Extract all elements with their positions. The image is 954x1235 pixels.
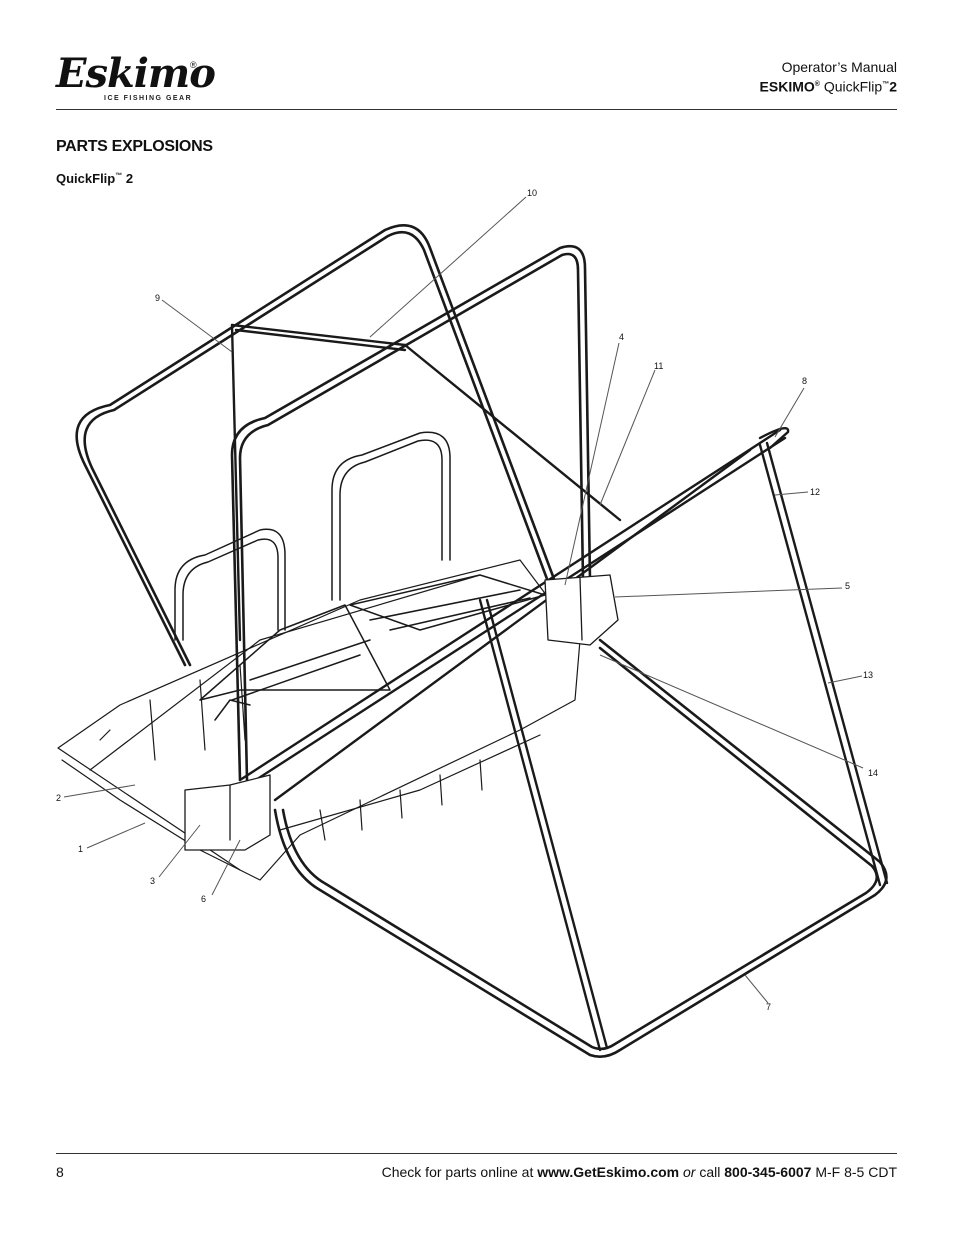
crossbars <box>230 323 787 802</box>
hinge-bracket-left <box>184 774 271 851</box>
page-number: 8 <box>56 1164 64 1180</box>
model-subtitle: QuickFlip™ 2 <box>56 171 133 186</box>
callout-10: 10 <box>527 188 537 198</box>
callout-11: 11 <box>654 361 663 371</box>
leader-2 <box>63 784 136 798</box>
logo-tagline: ICE FISHING GEAR <box>104 95 193 102</box>
front-legs <box>478 441 889 1052</box>
leader-8 <box>774 387 805 438</box>
footer-rule <box>56 1153 897 1154</box>
model-name: QuickFlip <box>56 171 116 186</box>
callout-3: 3 <box>150 876 155 886</box>
product-number: 2 <box>889 78 897 95</box>
section-title: PARTS EXPLOSIONS <box>56 138 213 155</box>
callout-14: 14 <box>868 768 878 778</box>
rear-hoop <box>75 224 562 667</box>
callout-leaders <box>63 196 864 1004</box>
callout-4: 4 <box>619 332 624 342</box>
model-number: 2 <box>122 171 134 186</box>
footer-prefix: Check for parts online at <box>381 1164 538 1180</box>
footer-contact: Check for parts online at www.GetEskimo.… <box>382 1164 897 1180</box>
leader-7 <box>744 974 769 1004</box>
eskimo-logo: Eskimo ® ICE FISHING GEAR <box>56 52 216 106</box>
footer-hours: M-F 8-5 CDT <box>811 1164 897 1180</box>
leader-3 <box>158 824 201 878</box>
callout-9: 9 <box>155 293 160 303</box>
leader-1 <box>86 822 146 849</box>
callout-labels: 1 2 3 4 5 6 7 8 9 10 11 12 13 14 <box>56 188 878 1012</box>
callout-5: 5 <box>845 581 850 591</box>
callout-2: 2 <box>56 793 61 803</box>
seat-right <box>331 431 546 631</box>
brand-name: ESKIMO <box>759 78 815 95</box>
callout-1: 1 <box>78 844 83 854</box>
model-trademark: ™ <box>115 172 123 180</box>
leader-6 <box>211 839 241 896</box>
callout-12: 12 <box>810 487 820 497</box>
callout-6: 6 <box>201 894 206 904</box>
phone-number: 800-345-6007 <box>724 1164 812 1180</box>
parts-explosion-diagram: 1 2 3 4 5 6 7 8 9 10 11 12 13 14 <box>56 188 889 1058</box>
callout-13: 13 <box>863 670 873 680</box>
leader-12 <box>774 491 809 496</box>
leader-4 <box>564 342 620 586</box>
frame-drawing <box>57 224 889 1058</box>
manual-label: Operator’s Manual <box>781 59 897 75</box>
sled-tub <box>57 559 581 881</box>
callout-7: 7 <box>766 1002 771 1012</box>
front-floor-frame <box>273 638 888 1058</box>
leader-5 <box>614 587 843 598</box>
manual-header: Operator’s Manual ESKIMO® QuickFlip™2 <box>760 59 897 96</box>
front-bar-tip <box>758 426 790 450</box>
brand-registered-mark: ® <box>814 81 820 88</box>
product-name: ESKIMO® QuickFlip™2 <box>760 76 897 96</box>
product-label: QuickFlip <box>823 78 883 95</box>
callout-8: 8 <box>802 376 807 386</box>
leader-13 <box>827 675 863 684</box>
leader-9 <box>161 299 233 353</box>
website-link[interactable]: www.GetEskimo.com <box>537 1164 680 1180</box>
footer-call: call <box>695 1164 725 1180</box>
leader-14 <box>599 654 864 769</box>
product-trademark: ™ <box>882 81 890 88</box>
hinge-bracket-right <box>544 574 619 646</box>
logo-wordmark: Eskimo <box>56 50 216 97</box>
header-rule <box>56 109 897 110</box>
leader-11 <box>599 369 656 506</box>
leader-10 <box>369 196 527 338</box>
footer-or: or <box>679 1164 696 1180</box>
seat-left <box>174 528 391 721</box>
logo-registered-mark: ® <box>190 60 197 70</box>
